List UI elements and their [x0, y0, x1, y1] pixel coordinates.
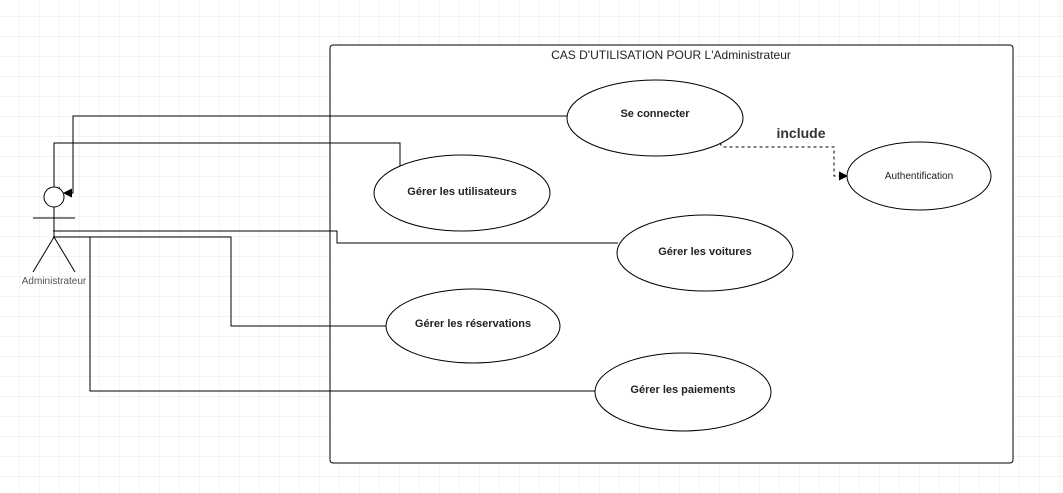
actor-leg-right	[53, 236, 76, 273]
use-case-label: Gérer les utilisateurs	[407, 186, 516, 198]
use-case-gerer-voitures[interactable]: Gérer les voitures	[616, 214, 794, 292]
system-title: CAS D'UTILISATION POUR L'Administrateur	[551, 48, 791, 62]
use-case-label: Se connecter	[620, 108, 690, 120]
include-label: include	[776, 125, 825, 141]
use-case-label: Gérer les voitures	[658, 246, 752, 258]
use-case-gerer-utilisateurs[interactable]: Gérer les utilisateurs	[373, 154, 551, 232]
use-case-gerer-reservations[interactable]: Gérer les réservations	[385, 288, 561, 364]
association-gerer-reservations[interactable]	[53, 236, 386, 327]
actor-label: Administrateur	[22, 276, 87, 287]
use-case-se-connecter[interactable]: Se connecter	[566, 79, 744, 157]
association-se-connecter[interactable]	[64, 115, 568, 193]
include-relation[interactable]: include	[719, 125, 847, 176]
actor-head	[43, 186, 65, 208]
actor-administrateur[interactable]	[32, 186, 76, 273]
associations	[53, 115, 618, 392]
use-case-label: Gérer les réservations	[415, 318, 531, 330]
use-case-label: Gérer les paiements	[630, 384, 735, 396]
use-case-gerer-paiements[interactable]: Gérer les paiements	[594, 352, 772, 432]
use-case-authentification[interactable]: Authentification	[846, 141, 992, 211]
use-case-label: Authentification	[885, 171, 953, 182]
actor-leg-left	[32, 236, 55, 273]
association-gerer-paiements[interactable]	[89, 237, 595, 392]
association-gerer-voitures[interactable]	[53, 230, 618, 244]
